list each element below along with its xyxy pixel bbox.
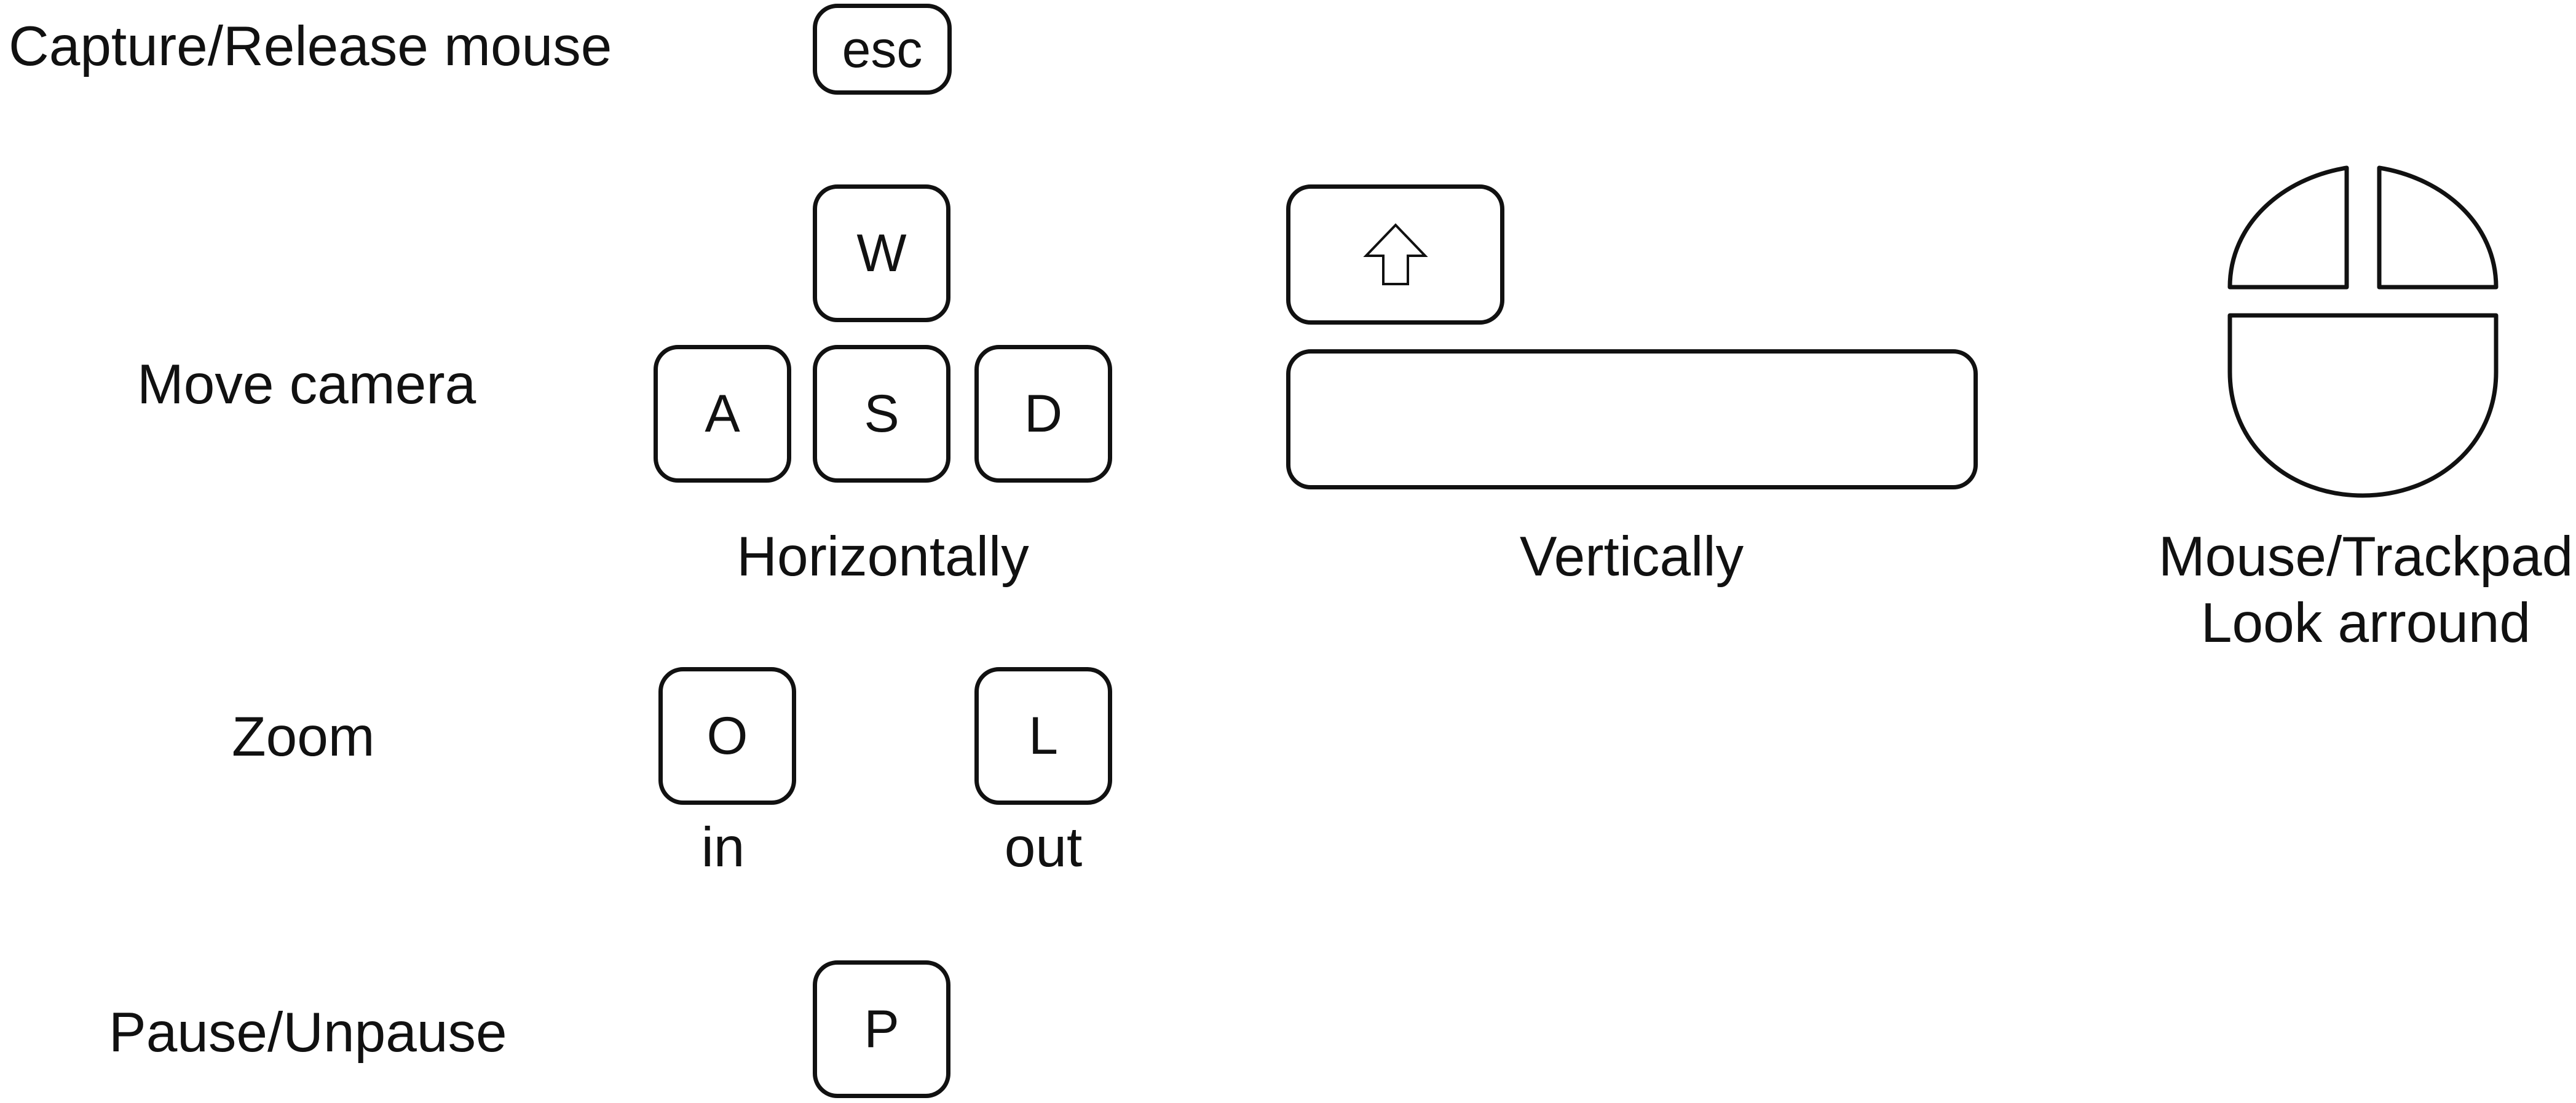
spacebar-key [1286,349,1978,489]
shift-arrow-icon [1362,223,1428,285]
s-key: S [813,345,950,483]
look-around-caption: Look arround [2200,592,2531,654]
left-mouse-button [2227,165,2349,290]
esc-key: esc [813,4,952,95]
p-key: P [813,960,950,1098]
mouse-trackpad-caption: Mouse/Trackpad [2158,526,2574,588]
shift-key [1286,184,1504,325]
capture-release-label: Capture/Release mouse [9,15,612,77]
d-key: D [974,345,1112,483]
l-key: L [974,667,1112,805]
move-camera-label: Move camera [137,354,476,416]
a-key: A [654,345,791,483]
pause-unpause-label: Pause/Unpause [109,1002,507,1064]
right-mouse-button [2377,165,2499,290]
vertically-caption: Vertically [1519,526,1744,588]
zoom-label: Zoom [232,706,375,768]
mouse-body [2227,313,2499,498]
zoom-out-caption: out [1004,816,1083,879]
w-key: W [813,184,950,322]
zoom-in-caption: in [701,816,745,879]
o-key: O [658,667,796,805]
mouse-icon [2227,165,2499,498]
horizontally-caption: Horizontally [737,526,1029,588]
